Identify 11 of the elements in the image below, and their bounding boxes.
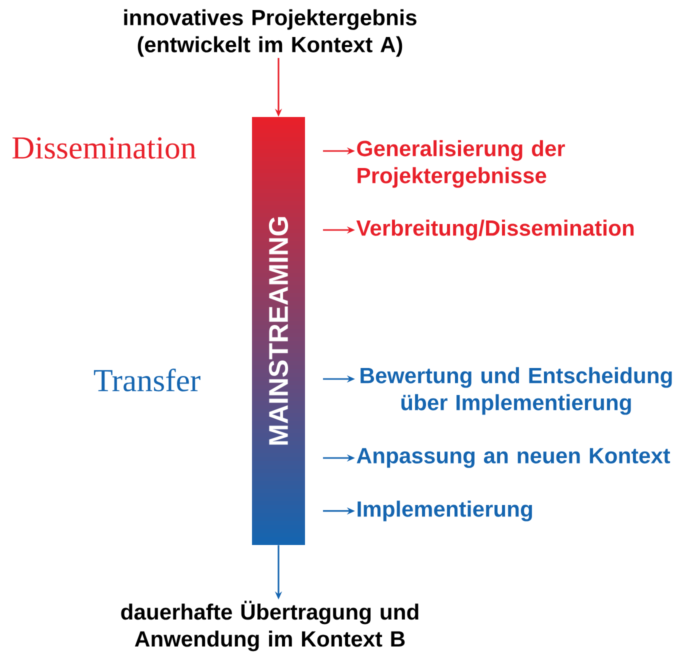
mainstreaming-bar: MAINSTREAMING [252,117,305,545]
result-text: dauerhafte Übertragung und Anwendung im Kontext B [121,600,418,652]
step-text: Implementierung [358,500,532,522]
step-text: Generalisierung der Projektergebnisse [357,140,565,188]
step-text: Bewertung und Entscheidung über Implementierung [360,367,672,415]
step-text: Anpassung an neuen Kontext [356,448,670,468]
section-label: Transfer [94,368,200,392]
result-text: innovatives Projektergebnis (entwickelt im Kontext A) [124,9,416,57]
node-label: MAINSTREAMING [268,217,288,445]
step-text: Verbreitung/Dissemination [356,220,634,240]
section-label: Dissemination [12,137,196,159]
